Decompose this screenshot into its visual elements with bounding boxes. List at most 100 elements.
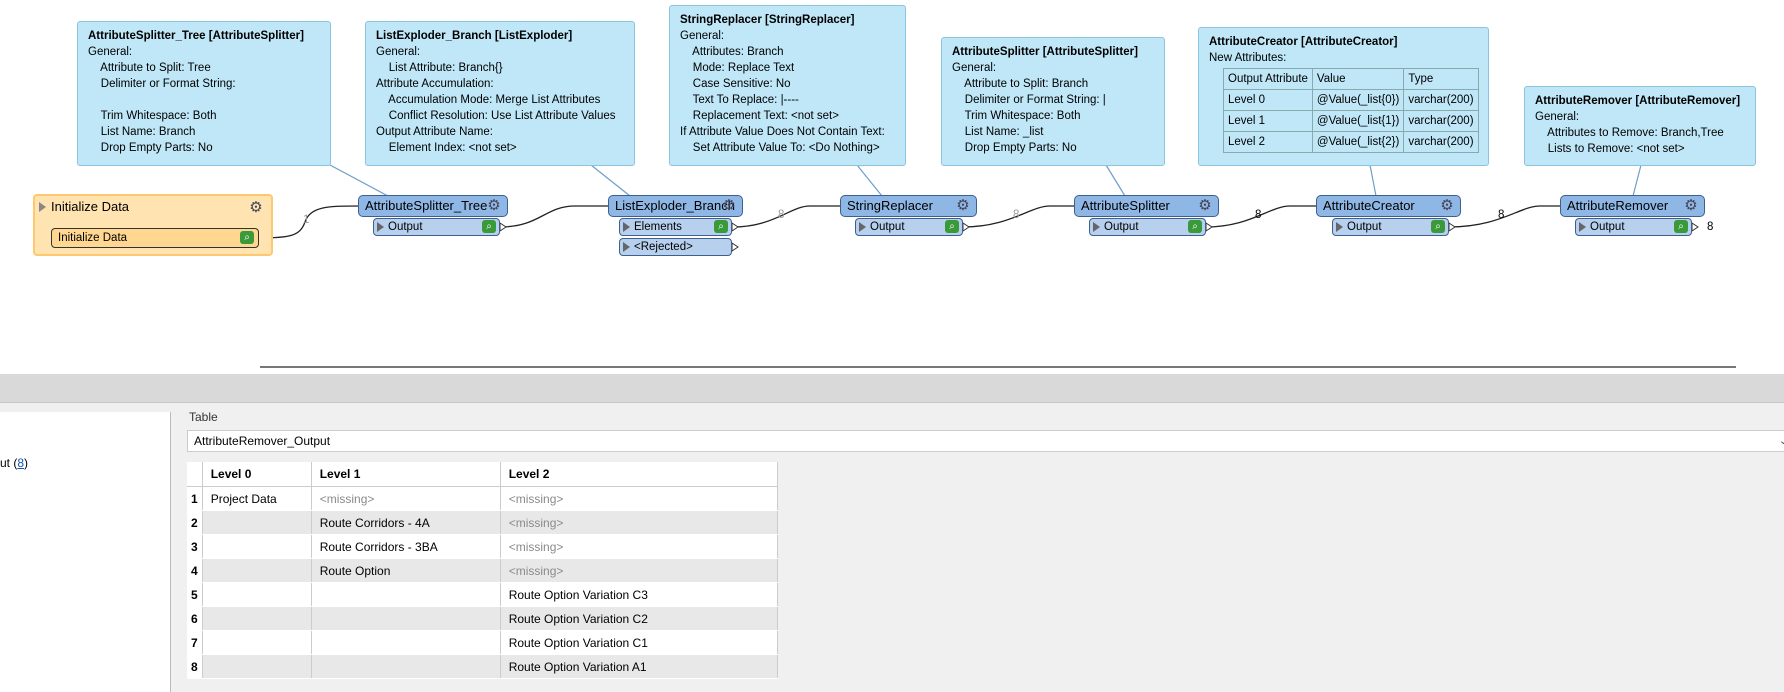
- transformer-attributesplitter[interactable]: AttributeSplitter ⚙: [1074, 195, 1219, 217]
- column-header-level-2[interactable]: Level 2: [500, 462, 778, 487]
- output-port[interactable]: Output ⌕: [1575, 218, 1692, 236]
- expand-triangle-icon[interactable]: [623, 242, 630, 252]
- annotation-line: Case Sensitive: No: [680, 78, 791, 90]
- annotation-line: General:: [88, 46, 133, 58]
- transformer-listexploder-branch[interactable]: ListExploder_Branch ⚙: [608, 195, 743, 217]
- output-port[interactable]: Output ⌕: [855, 218, 963, 236]
- expand-triangle-icon[interactable]: [859, 222, 866, 232]
- annotation-line: List Name: Branch: [88, 126, 196, 138]
- column-header-level-1[interactable]: Level 1: [311, 462, 501, 487]
- expand-triangle-icon[interactable]: [1336, 222, 1343, 232]
- cell-level-0: [202, 630, 312, 655]
- gear-icon[interactable]: ⚙: [249, 199, 263, 216]
- transformer-attributeremover[interactable]: AttributeRemover ⚙: [1560, 195, 1705, 217]
- feature-count-link[interactable]: 8: [17, 456, 25, 470]
- cell-level-1: Route Option: [311, 558, 501, 583]
- annotation-line: Mode: Replace Text: [680, 62, 795, 74]
- transformer-stringreplacer[interactable]: StringReplacer ⚙: [840, 195, 977, 217]
- inspect-icon[interactable]: ⌕: [714, 220, 728, 233]
- workspace-canvas[interactable]: AttributeSplitter_Tree [AttributeSplitte…: [0, 0, 1784, 360]
- table-cell: Level 0: [1223, 89, 1313, 111]
- cell-level-1: Route Corridors - 3BA: [311, 534, 501, 559]
- annotation-attributeremover[interactable]: AttributeRemover [AttributeRemover] Gene…: [1524, 86, 1756, 166]
- annotation-subtitle: New Attributes:: [1209, 52, 1287, 64]
- table-cell: Level 2: [1223, 131, 1313, 153]
- annotation-title: AttributeSplitter_Tree [AttributeSplitte…: [88, 30, 304, 42]
- annotation-attributesplitter[interactable]: AttributeSplitter [AttributeSplitter] Ge…: [941, 37, 1165, 166]
- gear-icon[interactable]: ⚙: [1684, 197, 1698, 214]
- expand-triangle-icon[interactable]: [39, 202, 46, 212]
- inspect-icon[interactable]: ⌕: [1431, 220, 1445, 233]
- gear-icon[interactable]: ⚙: [487, 197, 501, 214]
- cell-level-1: [311, 582, 501, 607]
- creator-output-port[interactable]: Initialize Data ⌕: [51, 228, 259, 248]
- annotation-attributecreator[interactable]: AttributeCreator [AttributeCreator] New …: [1198, 27, 1489, 166]
- inspect-icon[interactable]: ⌕: [945, 220, 959, 233]
- panel-toolbar: [0, 374, 1784, 403]
- expand-triangle-icon[interactable]: [1093, 222, 1100, 232]
- output-port[interactable]: Output ⌕: [373, 218, 500, 236]
- cell-level-2: Route Option Variation A1: [500, 654, 778, 679]
- table-row[interactable]: 3 Route Corridors - 3BA <missing>: [187, 534, 778, 559]
- cell-level-2: Route Option Variation C2: [500, 606, 778, 631]
- annotation-stringreplacer[interactable]: StringReplacer [StringReplacer] General:…: [669, 5, 906, 166]
- inspect-icon[interactable]: ⌕: [1188, 220, 1202, 233]
- rejected-port[interactable]: <Rejected>: [619, 238, 732, 256]
- table-header-cell: Value: [1311, 68, 1405, 90]
- inspect-icon[interactable]: ⌕: [1674, 220, 1688, 233]
- gear-icon[interactable]: ⚙: [1440, 197, 1454, 214]
- transformer-name: AttributeSplitter_Tree: [365, 198, 488, 213]
- cell-level-1: [311, 654, 501, 679]
- table-row[interactable]: 2 Route Corridors - 4A <missing>: [187, 510, 778, 535]
- data-inspector-panel: ut (8) Table AttributeRemover_Output ⌄ L…: [0, 374, 1784, 692]
- annotation-title: AttributeRemover [AttributeRemover]: [1535, 95, 1741, 107]
- feature-type-item[interactable]: ut (8): [0, 456, 28, 470]
- feature-type-label: ut (: [0, 456, 18, 470]
- row-number: 6: [187, 606, 203, 631]
- table-row[interactable]: 5 Route Option Variation C3: [187, 582, 778, 607]
- expand-triangle-icon[interactable]: [1579, 222, 1586, 232]
- transformer-attributecreator[interactable]: AttributeCreator ⚙: [1316, 195, 1461, 217]
- cell-level-2: <missing>: [500, 534, 778, 559]
- column-header-level-0[interactable]: Level 0: [202, 462, 312, 487]
- canvas-horizontal-scrollbar[interactable]: [260, 366, 1736, 368]
- expand-triangle-icon[interactable]: [377, 222, 384, 232]
- port-label: Output: [870, 221, 905, 233]
- table-row[interactable]: 8 Route Option Variation A1: [187, 654, 778, 679]
- elements-port[interactable]: Elements ⌕: [619, 218, 732, 236]
- gear-icon[interactable]: ⚙: [722, 197, 736, 214]
- cell-level-0: [202, 510, 312, 535]
- row-number: 2: [187, 510, 203, 535]
- chevron-down-icon[interactable]: ⌄: [1778, 435, 1784, 447]
- inspect-icon[interactable]: ⌕: [240, 231, 254, 244]
- table-row[interactable]: 6 Route Option Variation C2: [187, 606, 778, 631]
- row-number: 1: [187, 486, 203, 511]
- annotation-line: [88, 92, 320, 108]
- table-row[interactable]: 7 Route Option Variation C1: [187, 630, 778, 655]
- table-selector[interactable]: AttributeRemover_Output ⌄: [187, 430, 1784, 452]
- annotation-line: Attribute to Split: Branch: [952, 78, 1089, 90]
- attribute-creator-table: Output Attribute Value Type Level 0 @Val…: [1223, 68, 1479, 153]
- initialize-data-bookmark[interactable]: Initialize Data ⚙ Initialize Data ⌕: [33, 194, 273, 256]
- table-row[interactable]: 4 Route Option <missing>: [187, 558, 778, 583]
- table-cell: varchar(200): [1403, 131, 1479, 153]
- table-row[interactable]: 1 Project Data <missing> <missing>: [187, 486, 778, 511]
- annotation-attributesplitter-tree[interactable]: AttributeSplitter_Tree [AttributeSplitte…: [77, 21, 331, 166]
- output-port[interactable]: Output ⌕: [1332, 218, 1449, 236]
- port-label: Output: [1590, 221, 1625, 233]
- selected-table: AttributeRemover_Output: [194, 434, 331, 448]
- annotation-line: Drop Empty Parts: No: [952, 142, 1077, 154]
- annotation-listexploder[interactable]: ListExploder_Branch [ListExploder] Gener…: [365, 21, 635, 166]
- gear-icon[interactable]: ⚙: [1198, 197, 1212, 214]
- inspect-icon[interactable]: ⌕: [482, 220, 496, 233]
- gear-icon[interactable]: ⚙: [956, 197, 970, 214]
- row-number: 7: [187, 630, 203, 655]
- output-port[interactable]: Output ⌕: [1089, 218, 1206, 236]
- expand-triangle-icon[interactable]: [623, 222, 630, 232]
- bookmark-header[interactable]: Initialize Data: [35, 199, 129, 214]
- transformer-name: ListExploder_Branch: [615, 198, 735, 213]
- annotation-line: Element Index: <not set>: [376, 142, 517, 154]
- transformer-name: AttributeRemover: [1567, 198, 1669, 213]
- transformer-attributesplitter-tree[interactable]: AttributeSplitter_Tree ⚙: [358, 195, 508, 217]
- row-number: 8: [187, 654, 203, 679]
